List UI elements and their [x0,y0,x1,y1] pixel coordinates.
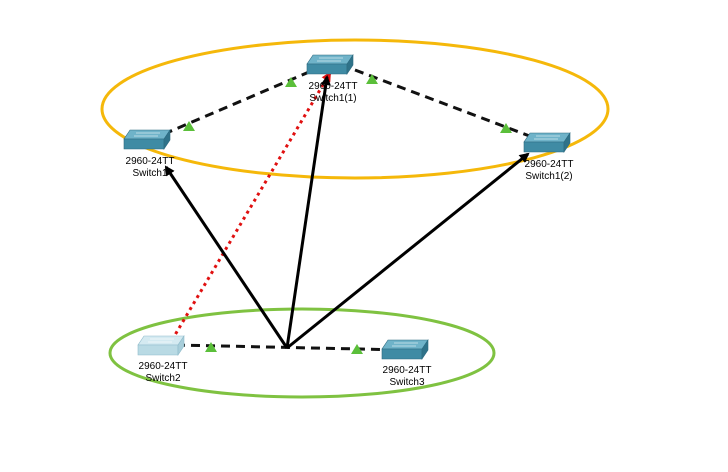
switch-icon[interactable] [306,54,354,75]
device-name: Switch2 [145,373,181,384]
device-label-switch2[interactable]: 2960-24TT Switch2 [135,361,191,385]
link-switch2-switch1-1-red[interactable] [170,71,332,341]
device-name: Switch1(1) [309,93,357,104]
link-switch1-switch1-1[interactable] [149,61,331,142]
device-label-switch1-2[interactable]: 2960-24TT Switch1(2) [518,159,580,183]
link-switch1-1-switch1-2[interactable] [354,68,549,145]
switch-icon[interactable] [523,132,571,153]
arrow-to-switch1-2 [286,152,530,350]
device-model: 2960-24TT [308,81,358,92]
device-model: 2960-24TT [138,361,188,372]
status-up-icon [285,77,297,87]
link-switch2-switch3[interactable] [175,343,406,352]
status-up-icon [366,74,378,84]
status-up-icon [351,344,363,354]
arrow-to-switch1-1 [285,75,331,349]
switch-icon[interactable] [137,335,185,356]
device-name: Switch1 [132,168,168,179]
top-ring [100,38,610,180]
device-label-switch1[interactable]: 2960-24TT Switch1 [122,156,178,180]
device-name: Switch3 [389,377,425,388]
device-model: 2960-24TT [524,159,574,170]
status-up-icon [183,121,195,131]
status-up-icon [205,342,217,352]
switch-icon[interactable] [123,129,171,150]
link-status-indicators [183,74,512,354]
device-model: 2960-24TT [382,365,432,376]
switch-icon[interactable] [381,339,429,360]
arrow-to-switch1 [164,165,289,349]
device-label-switch1-1[interactable]: 2960-24TT Switch1(1) [303,81,363,105]
bottom-ring [108,307,496,399]
status-up-icon [500,123,512,133]
device-label-switch3[interactable]: 2960-24TT Switch3 [378,365,436,389]
device-name: Switch1(2) [525,171,573,182]
device-model: 2960-24TT [125,156,175,167]
